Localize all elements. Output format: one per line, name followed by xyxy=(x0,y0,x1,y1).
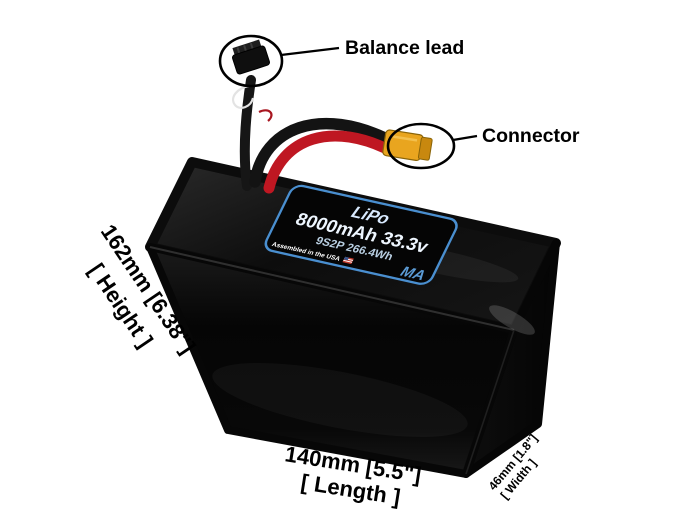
brand-logo: MA xyxy=(398,264,428,284)
power-wire-red xyxy=(263,130,399,194)
balance-annotation-circle xyxy=(218,34,284,88)
balance-connector xyxy=(232,39,270,75)
balance-ribbon-wire xyxy=(239,75,256,191)
xt90-connector xyxy=(382,129,433,162)
connector-callout-line xyxy=(452,134,478,142)
front-top-edge-highlight xyxy=(149,246,515,331)
wires xyxy=(232,39,433,194)
power-wire-black xyxy=(249,117,397,188)
balance-callout-line xyxy=(280,46,340,57)
connector-callout-label: Connector xyxy=(482,125,580,147)
front-right-edge-highlight xyxy=(465,329,515,475)
front-sheen xyxy=(212,362,468,438)
glare-highlight xyxy=(489,305,535,335)
usa-flag-icon xyxy=(342,256,354,265)
balance-wire-white xyxy=(232,84,255,109)
connector-annotation-circle xyxy=(386,122,456,170)
battery-label: LiPo 8000mAh 33.3v 9S2P 266.4Wh Assemble… xyxy=(264,184,458,285)
balance-wire-red xyxy=(258,109,273,122)
battery-label-plate xyxy=(264,184,458,285)
balance-callout-label: Balance lead xyxy=(345,37,464,59)
annotations: Balance lead Connector xyxy=(218,34,580,170)
